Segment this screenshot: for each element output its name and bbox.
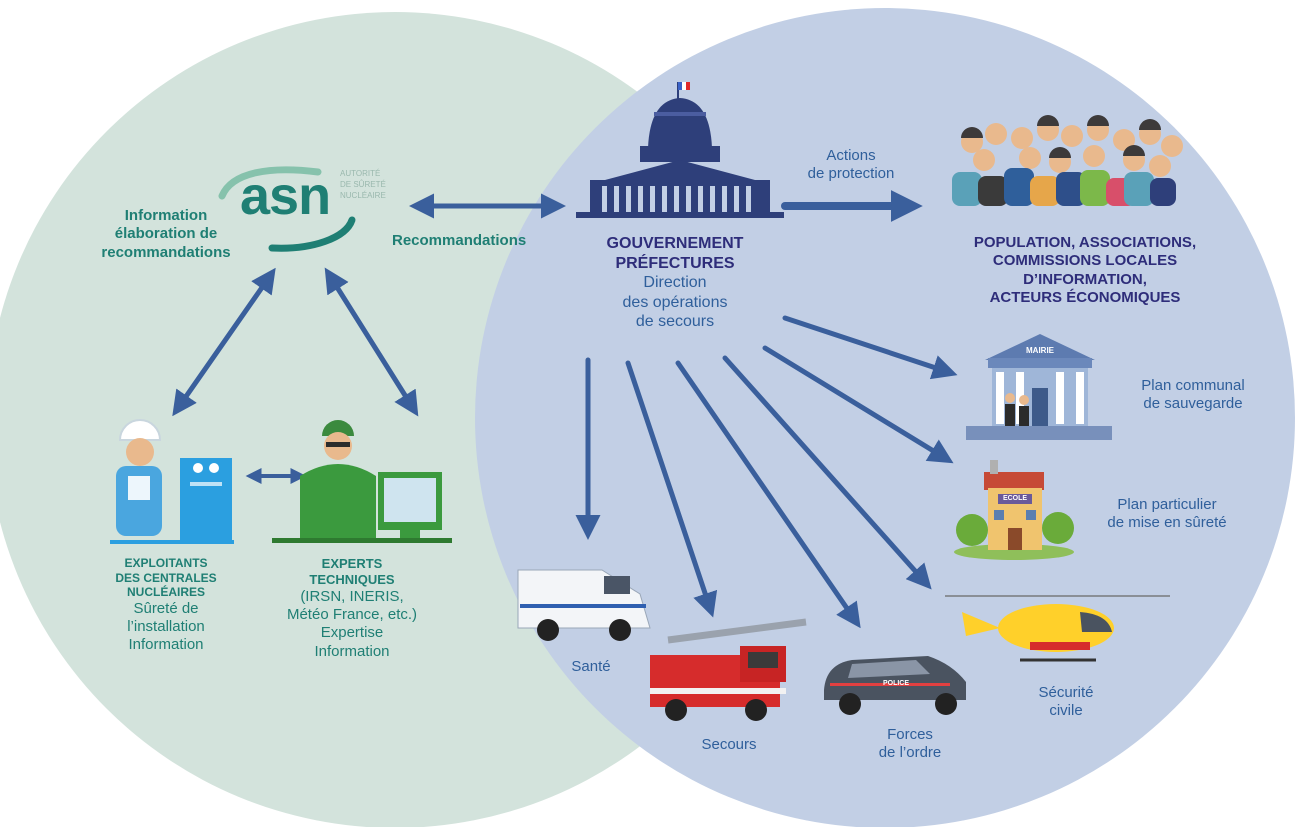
population-line: ACTEURS ÉCONOMIQUES [989,288,1181,306]
exploitants-details-line: Information [128,636,204,654]
asn-logo-text: asn [240,166,331,226]
asn-experts-arrow [324,267,419,417]
gouvernement-title-line: PRÉFECTURES [615,254,735,272]
arrows [172,190,958,629]
mairie-building-icon [966,334,1112,440]
exploitants-details-line: Sûreté de [133,599,199,617]
crisis-management-circle [475,8,1295,827]
securite-line: civile [1049,702,1083,720]
experts-title-line: TECHNIQUES [309,571,395,587]
securite-arrow [722,355,932,590]
asn-subtitle: AUTORITÉ DE SÛRETÉ NUCLÉAIRE [340,168,386,201]
plan-particulier-label: Plan particulier de mise en sûreté [1082,496,1252,533]
exploitants-title-line: EXPLOITANTS [124,556,208,570]
experts-details-line: Information [314,642,390,660]
fire-truck-icon [650,618,807,721]
mairie-arrow [782,315,958,380]
asn-logo [218,166,356,252]
asn-information-line: Information [124,207,208,224]
police-sign: POLICE [882,680,910,687]
population-label: POPULATION, ASSOCIATIONS, COMMISSIONS LO… [930,234,1240,307]
gouvernement-subtitle-line: de secours [635,313,715,331]
actions-protection-line: de protection [807,165,895,183]
forces-arrow [675,360,861,629]
government-building-icon [576,82,784,218]
police-car-icon [824,656,966,715]
forces-label: Forces de l’ordre [850,726,970,763]
expert-technician-icon [272,420,452,543]
securite-label: Sécurité civile [1016,684,1116,721]
experts-details-line: (IRSN, INERIS, [300,587,404,605]
ecole-building-icon [954,460,1074,560]
experts-details-line: Météo France, etc.) [286,606,418,624]
exploitants-title-line: NUCLÉAIRES [126,585,205,600]
asn-subtitle-line: DE SÛRETÉ [340,180,386,189]
experts-title-line: EXPERTS [321,556,383,571]
mairie-sign: MAIRIE [1026,346,1054,355]
ecole-arrow [762,345,954,464]
gouvernement-subtitle-line: des opérations [622,293,728,311]
asn-information-line: élaboration de [114,225,218,243]
plan-particulier-line: de mise en sûreté [1107,514,1227,532]
asn-subtitle-line: NUCLÉAIRE [340,191,386,200]
securite-line: Sécurité [1038,684,1094,701]
population-line: D’INFORMATION, [1023,270,1147,288]
ambulance-icon [517,569,651,641]
plan-communal-line: de sauvegarde [1143,395,1243,413]
exploitant-worker-icon [110,419,234,544]
exploitants-details-line: l’installation [127,618,205,636]
plan-communal-line: Plan communal [1141,377,1245,394]
plan-communal-label: Plan communal de sauvegarde [1108,377,1278,414]
exploitants-label: EXPLOITANTS DES CENTRALES NUCLÉAIRES Sûr… [86,556,246,655]
plan-particulier-line: Plan particulier [1117,496,1217,513]
experts-label: EXPERTS TECHNIQUES (IRSN, INERIS, Météo … [262,556,442,661]
population-crowd-icon [952,115,1183,206]
gouvernement-label: GOUVERNEMENT PRÉFECTURES Direction des o… [570,234,780,332]
forces-line: de l’ordre [878,744,942,762]
helicopter-icon [945,595,1170,662]
population-line: COMMISSIONS LOCALES [992,252,1178,270]
asn-exploitants-arrow [172,267,276,417]
secours-label: Secours [701,736,757,753]
actions-protection-label: Actions de protection [776,147,926,184]
gouvernement-title-line: GOUVERNEMENT [606,235,744,252]
recommandations-label: Recommandations [392,232,527,249]
forces-line: Forces [887,726,933,743]
asn-subtitle-line: AUTORITÉ [340,169,381,178]
actions-protection-line: Actions [826,147,876,164]
asn-information-label: Information élaboration de recommandatio… [76,207,256,262]
gouvernement-subtitle-line: Direction [643,274,707,292]
population-line: POPULATION, ASSOCIATIONS, [973,234,1197,251]
secours-arrow [625,360,718,618]
sante-label: Santé [571,658,611,675]
exploitants-title-line: DES CENTRALES [115,570,217,585]
ecole-sign: ECOLE [1002,495,1028,502]
experts-details-line: Expertise [320,624,384,642]
asn-information-line: recommandations [101,243,231,261]
